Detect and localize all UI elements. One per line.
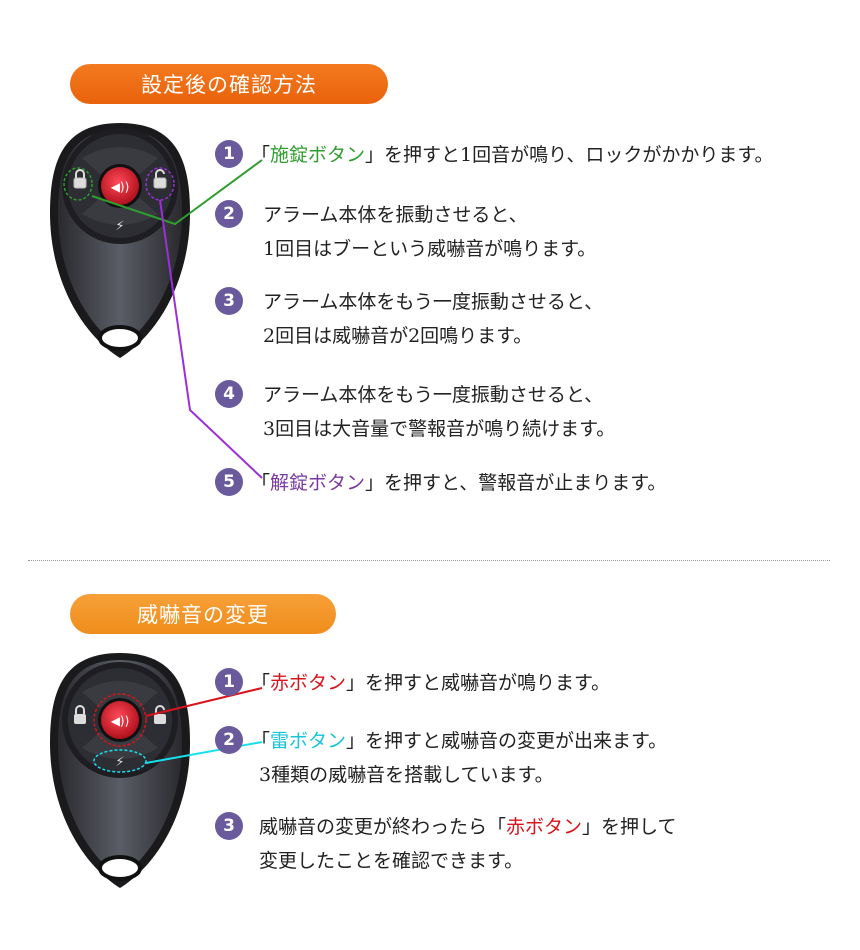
- step-text-line1: アラーム本体をもう一度振動させると、: [263, 291, 604, 313]
- step-number-badge: 1: [215, 140, 243, 168]
- step-text-line2: 3回目は大音量で警報音が鳴り続けます。: [263, 418, 616, 440]
- s1-step-5: 5 「解錠ボタン」を押すと、警報音が止まります。: [215, 466, 666, 500]
- section1-title: 設定後の確認方法: [70, 64, 388, 104]
- s1-step-2: 2 アラーム本体を振動させると、 1回目はブーという威嚇音が鳴ります。: [215, 198, 596, 266]
- step-number-badge: 2: [215, 726, 243, 754]
- s1-step-3: 3 アラーム本体をもう一度振動させると、 2回目は威嚇音が2回鳴ります。: [215, 285, 603, 353]
- section1-title-text: 設定後の確認方法: [141, 73, 317, 97]
- step-number-badge: 3: [215, 812, 243, 840]
- step-text-line2: 3種類の威嚇音を搭載しています。: [259, 764, 554, 786]
- step-text-line2: 1回目はブーという威嚇音が鳴ります。: [263, 238, 597, 260]
- step-number-badge: 5: [215, 468, 243, 496]
- svg-text:⚡: ⚡: [115, 755, 124, 770]
- step-text: 「解錠ボタン」を押すと、警報音が止まります。: [251, 472, 667, 494]
- section2-title: 威嚇音の変更: [70, 594, 336, 634]
- step-text: 「施錠ボタン」を押すと1回音が鳴り、ロックがかかります。: [251, 144, 774, 166]
- step-text-line1: 「雷ボタン」を押すと威嚇音の変更が出来ます。: [251, 730, 668, 752]
- remote-image-1: ◀)) ⚡: [50, 123, 190, 358]
- step-text-line1: 威嚇音の変更が終わったら「赤ボタン」を押して: [259, 816, 677, 838]
- svg-text:◀)): ◀)): [111, 714, 130, 728]
- step-number-badge: 2: [215, 200, 243, 228]
- thunder-button-label: 雷ボタン: [270, 730, 347, 752]
- step-text-line2: 2回目は威嚇音が2回鳴ります。: [263, 325, 533, 347]
- step-text-line2: 変更したことを確認できます。: [259, 850, 524, 872]
- lock-button-label: 施錠ボタン: [270, 144, 366, 166]
- section-divider: [28, 560, 830, 561]
- step-text-line1: アラーム本体を振動させると、: [263, 204, 528, 226]
- section2-title-text: 威嚇音の変更: [137, 603, 269, 627]
- step-number-badge: 4: [215, 380, 243, 408]
- s1-step-1: 1 「施錠ボタン」を押すと1回音が鳴り、ロックがかかります。: [215, 138, 773, 172]
- s2-step-3: 3 威嚇音の変更が終わったら「赤ボタン」を押して 変更したことを確認できます。: [215, 810, 676, 878]
- svg-text:⚡: ⚡: [115, 219, 124, 234]
- red-button-label: 赤ボタン: [506, 816, 583, 838]
- step-text: 「赤ボタン」を押すと威嚇音が鳴ります。: [251, 672, 611, 694]
- s2-step-2: 2 「雷ボタン」を押すと威嚇音の変更が出来ます。 3種類の威嚇音を搭載しています…: [215, 724, 667, 792]
- remote-image-2: ◀)) ⚡: [50, 653, 190, 888]
- unlock-button-label: 解錠ボタン: [270, 472, 366, 494]
- step-text-line1: アラーム本体をもう一度振動させると、: [263, 384, 604, 406]
- svg-text:◀)): ◀)): [111, 180, 130, 194]
- s1-step-4: 4 アラーム本体をもう一度振動させると、 3回目は大音量で警報音が鳴り続けます。: [215, 378, 615, 446]
- step-number-badge: 3: [215, 287, 243, 315]
- s2-step-1: 1 「赤ボタン」を押すと威嚇音が鳴ります。: [215, 666, 610, 700]
- step-number-badge: 1: [215, 668, 243, 696]
- red-button-label: 赤ボタン: [270, 672, 347, 694]
